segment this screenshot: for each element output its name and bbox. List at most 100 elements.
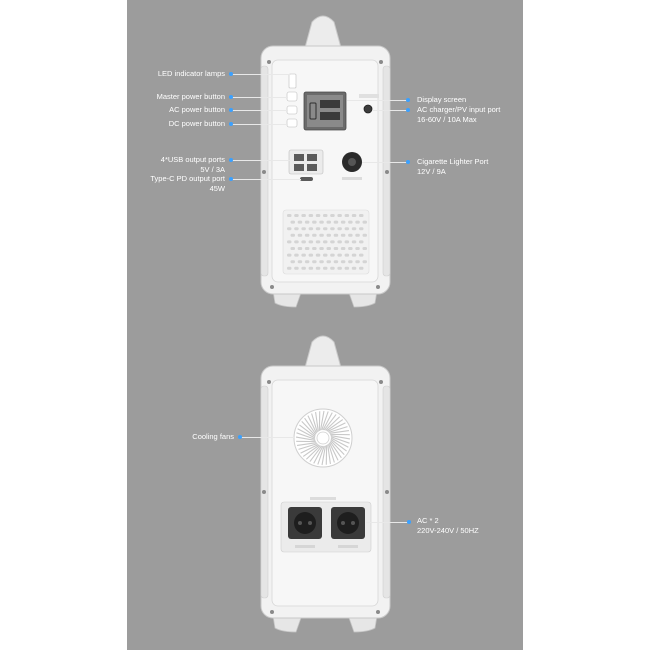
vent-hole xyxy=(301,240,306,244)
vent-hole xyxy=(308,227,314,231)
vent-hole xyxy=(287,253,292,257)
fan-blade xyxy=(319,410,325,431)
label-input-port: AC charger/PV input port xyxy=(417,105,501,114)
label-led-lamps: LED indicator lamps xyxy=(157,69,225,78)
vent-hole xyxy=(351,214,357,217)
vent-hole xyxy=(337,227,342,231)
vent-hole xyxy=(348,220,353,224)
vent-hole xyxy=(290,247,295,250)
fan-blade xyxy=(325,416,341,431)
vent-hole xyxy=(362,220,367,224)
vent-holes xyxy=(287,214,367,270)
fan-blade xyxy=(321,411,329,431)
vent-hole xyxy=(344,214,350,217)
vent-hole xyxy=(333,247,339,250)
digits-row-2 xyxy=(320,112,340,120)
leader-dc-button xyxy=(231,124,288,125)
vent-hole xyxy=(348,247,353,250)
back-handle xyxy=(302,335,344,376)
fan-blade xyxy=(329,441,342,459)
fan-blade xyxy=(298,443,318,450)
vent-hole xyxy=(323,253,328,257)
label-typec-spec: 45W xyxy=(209,184,225,193)
vent-hole xyxy=(355,247,360,250)
vent-hole xyxy=(330,214,335,217)
vent-hole xyxy=(362,247,367,250)
usb-port xyxy=(307,154,317,161)
vent-hole xyxy=(287,266,292,270)
vent-hole xyxy=(304,220,310,224)
vent-hole xyxy=(290,260,295,264)
vent-hole xyxy=(337,240,342,244)
vent-hole xyxy=(319,260,324,264)
fan-blade xyxy=(311,413,318,433)
vent-hole xyxy=(355,260,360,264)
vent-hole xyxy=(348,233,353,237)
fan-blades xyxy=(295,410,351,466)
vent-hole xyxy=(359,227,364,231)
digits-row-1 xyxy=(320,100,340,108)
input-port-label-plate xyxy=(359,94,379,98)
vent-hole xyxy=(351,227,357,231)
led-lamps xyxy=(288,73,297,89)
ac-label-plate xyxy=(310,497,336,500)
ac-socket-right xyxy=(331,507,365,539)
vent-hole xyxy=(344,240,350,244)
fan-blade xyxy=(323,414,337,431)
vent-hole xyxy=(359,240,364,244)
cigarette-lighter-inner xyxy=(348,158,356,166)
vent-hole xyxy=(315,253,321,257)
vent-hole xyxy=(340,260,346,264)
vent-hole xyxy=(351,266,357,270)
marker-dot xyxy=(406,108,410,112)
vent-hole xyxy=(362,260,367,264)
usb-port xyxy=(294,164,304,171)
socket-tag-left xyxy=(295,545,315,548)
master-power-button xyxy=(286,91,298,102)
leader-led xyxy=(231,74,291,75)
fan-blade xyxy=(330,440,345,456)
vent-hole xyxy=(344,253,350,257)
vent-hole xyxy=(294,227,299,231)
fan-blade xyxy=(327,444,331,465)
vent-hole xyxy=(340,247,346,250)
vent-hole xyxy=(326,260,331,264)
fan-blade xyxy=(330,438,347,452)
fan-blade xyxy=(328,443,335,463)
fan-blade xyxy=(330,436,350,444)
vent-hole xyxy=(330,227,335,231)
vent-hole xyxy=(333,220,339,224)
vent-hole xyxy=(301,214,306,217)
label-ac-outlets: AC * 2 xyxy=(417,516,439,525)
vent-hole xyxy=(330,266,335,270)
vent-hole xyxy=(340,233,346,237)
vent-hole xyxy=(323,227,328,231)
fan-blade xyxy=(315,411,319,432)
leader-typec xyxy=(231,179,301,180)
screw xyxy=(376,610,380,614)
label-input-spec: 16-60V / 10A Max xyxy=(417,115,477,124)
vent-hole xyxy=(287,227,292,231)
vent-hole xyxy=(290,233,295,237)
usb-port xyxy=(294,154,304,161)
fan-blade xyxy=(296,432,316,440)
marker-dot xyxy=(229,158,233,162)
fan-blade xyxy=(307,415,318,434)
vent-hole xyxy=(337,253,342,257)
vent-hole xyxy=(351,253,357,257)
vent-hole xyxy=(355,233,360,237)
vent-hole xyxy=(340,220,346,224)
vent-hole xyxy=(287,240,292,244)
ac-socket-left xyxy=(288,507,322,539)
vent-hole xyxy=(319,233,324,237)
vent-hole xyxy=(312,233,317,237)
screw xyxy=(262,170,266,174)
vent-hole xyxy=(287,214,292,217)
screw xyxy=(379,60,383,64)
leader-usb xyxy=(231,160,291,161)
vent-hole xyxy=(315,214,321,217)
vent-hole xyxy=(362,233,367,237)
marker-dot xyxy=(238,435,242,439)
screw xyxy=(385,490,389,494)
screw xyxy=(270,285,274,289)
